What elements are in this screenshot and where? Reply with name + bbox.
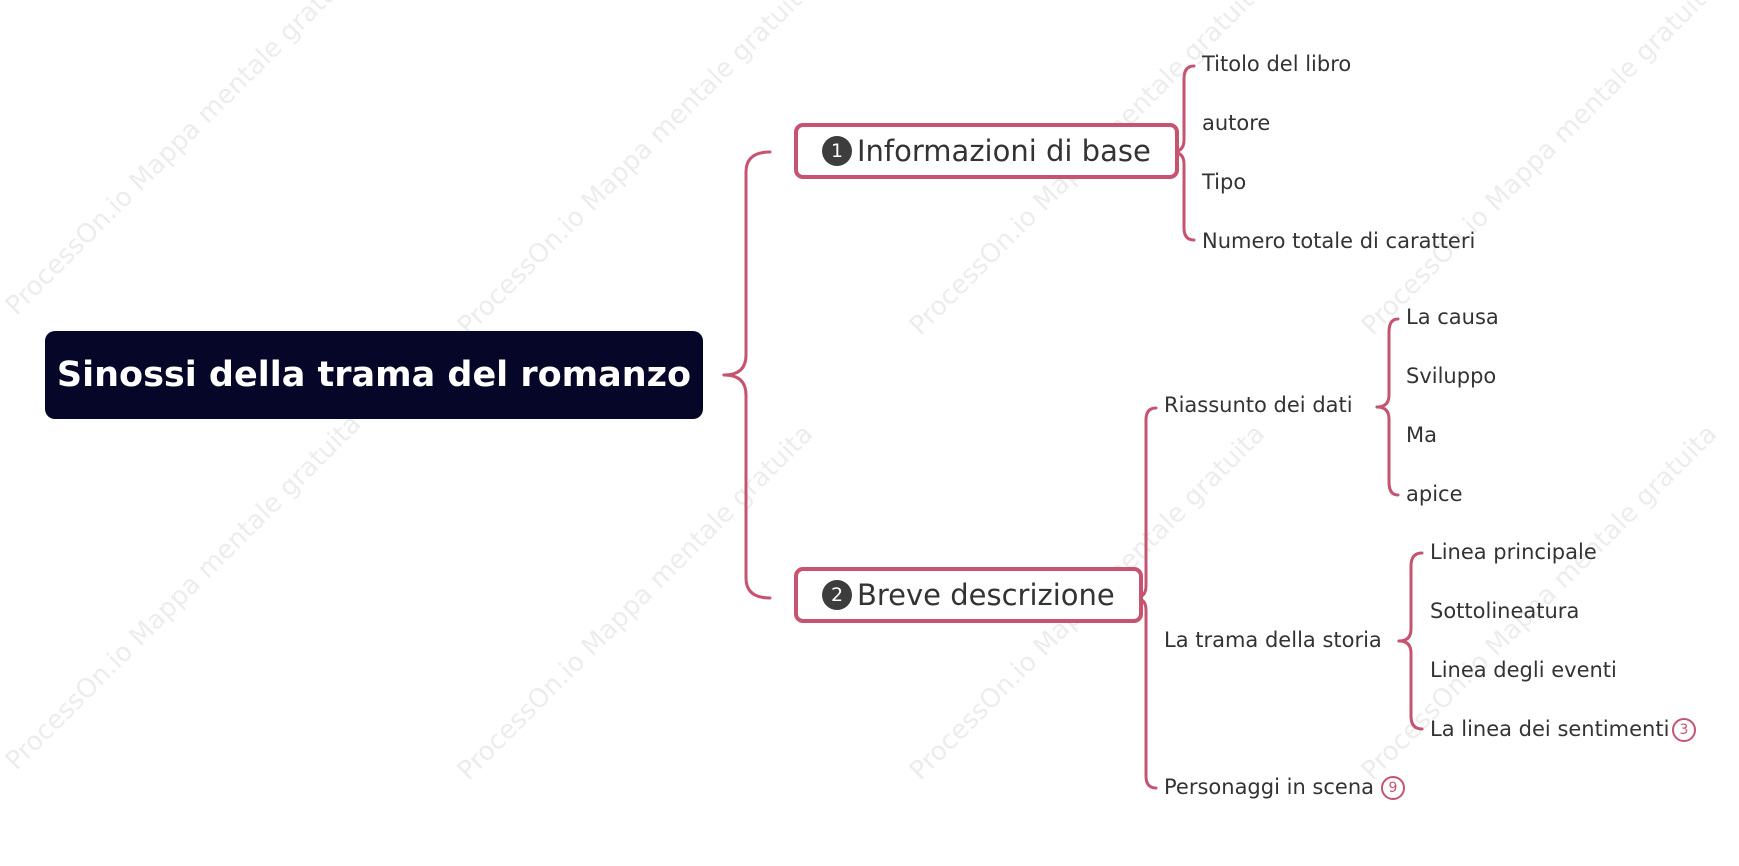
branch-label: Informazioni di base	[857, 134, 1151, 168]
leaf-node[interactable]: Sviluppo	[1406, 364, 1497, 388]
sub-1-connector	[1375, 317, 1400, 409]
number-badge: 1	[822, 136, 852, 166]
sub-node-riassunto-dei-dati[interactable]: Riassunto dei dati	[1164, 393, 1353, 417]
collapsed-count-badge[interactable]: 3	[1672, 718, 1696, 742]
leaf-node[interactable]: Sottolineatura	[1430, 599, 1580, 623]
collapsed-count-badge[interactable]: 9	[1381, 776, 1405, 800]
branch-label: Breve descrizione	[857, 578, 1115, 612]
leaf-node[interactable]: La causa	[1406, 305, 1499, 329]
sub-2-connector	[1397, 551, 1424, 643]
leaf-node[interactable]: Tipo	[1202, 170, 1247, 194]
branch-node-informazioni-di-base[interactable]: 1 Informazioni di base	[794, 123, 1179, 179]
sub-1-connector	[1375, 405, 1400, 497]
leaf-node[interactable]: Linea principale	[1430, 540, 1597, 564]
leaf-node[interactable]: Linea degli eventi	[1430, 658, 1617, 682]
branch-2-connector	[1132, 596, 1158, 790]
leaf-node[interactable]: Ma	[1406, 423, 1437, 447]
root-connector	[722, 373, 772, 600]
root-connector	[722, 150, 772, 377]
leaf-node[interactable]: apice	[1406, 482, 1463, 506]
leaf-node[interactable]: Numero totale di caratteri	[1202, 229, 1476, 253]
sub-2-connector	[1397, 639, 1424, 731]
root-title: Sinossi della trama del romanzo	[56, 355, 692, 395]
root-node[interactable]: Sinossi della trama del romanzo	[45, 331, 703, 419]
leaf-node[interactable]: Titolo del libro	[1202, 52, 1352, 76]
number-badge: 2	[822, 580, 852, 610]
leaf-node[interactable]: La linea dei sentimenti	[1430, 717, 1670, 741]
sub-node-personaggi-in-scena[interactable]: Personaggi in scena	[1164, 775, 1375, 799]
branch-node-breve-descrizione[interactable]: 2 Breve descrizione	[794, 567, 1143, 623]
sub-node-la-trama-della-storia[interactable]: La trama della storia	[1164, 628, 1382, 652]
leaf-node[interactable]: autore	[1202, 111, 1271, 135]
